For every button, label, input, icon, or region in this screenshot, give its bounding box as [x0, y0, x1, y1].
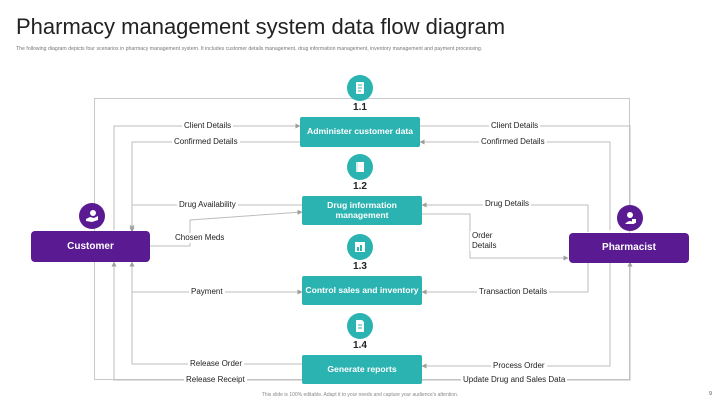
flow-line-confirmed-details-right	[419, 139, 611, 230]
process-drug-information-management: Drug information management	[302, 196, 422, 225]
page-subtitle: The following diagram depicts four scena…	[16, 46, 483, 52]
flow-label-order: Order	[470, 231, 495, 241]
flow-line-process-order	[421, 262, 611, 369]
step-number: 1.2	[353, 181, 367, 192]
process-administer-customer-data: Administer customer data	[300, 117, 420, 147]
pharmacist-icon	[617, 205, 643, 231]
flow-label-transaction-details: Transaction Details	[477, 287, 550, 297]
footer-note: This slide is 100% editable. Adapt it to…	[261, 392, 459, 398]
flow-label-client-details-right: Client Details	[489, 121, 541, 131]
flow-line-confirmed-details-left	[129, 141, 300, 231]
flow-label-update-drug-sales: Update Drug and Sales Data	[461, 375, 568, 385]
flow-label-client-details-left: Client Details	[182, 121, 234, 131]
customer-entity: Customer	[31, 231, 150, 262]
flow-label-release-order: Release Order	[188, 359, 245, 369]
flow-label-release-receipt: Release Receipt	[184, 375, 247, 385]
step-number: 1.1	[353, 102, 367, 113]
customer-hand-icon	[79, 203, 105, 229]
step-number: 1.4	[353, 340, 367, 351]
report-icon	[347, 313, 373, 339]
process-control-sales-inventory: Control sales and inventory	[302, 276, 422, 305]
document-icon	[347, 75, 373, 101]
process-generate-reports: Generate reports	[302, 355, 422, 384]
page-number: 9	[708, 391, 712, 397]
flow-label-chosen-meds: Chosen Meds	[173, 233, 227, 243]
book-icon	[347, 154, 373, 180]
pharmacist-entity: Pharmacist	[569, 233, 689, 263]
step-number: 1.3	[353, 261, 367, 272]
flow-line-drug-availability	[129, 204, 302, 233]
chart-icon	[347, 234, 373, 260]
flow-label-confirmed-details-left: Confirmed Details	[172, 137, 240, 147]
flow-label-drug-details: Drug Details	[483, 199, 532, 209]
page-title: Pharmacy management system data flow dia…	[16, 14, 506, 39]
flow-label-confirmed-details-right: Confirmed Details	[479, 137, 547, 147]
flow-label-drug-availability: Drug Availability	[177, 200, 238, 210]
flow-line-client-details-left	[113, 123, 301, 230]
flow-label-process-order: Process Order	[491, 361, 547, 371]
flow-line-drug-details	[421, 202, 589, 232]
flow-line-order-details	[422, 213, 569, 261]
flow-label-details: Details	[470, 241, 499, 251]
flow-label-payment: Payment	[189, 287, 225, 297]
flow-line-release-order	[129, 261, 302, 365]
